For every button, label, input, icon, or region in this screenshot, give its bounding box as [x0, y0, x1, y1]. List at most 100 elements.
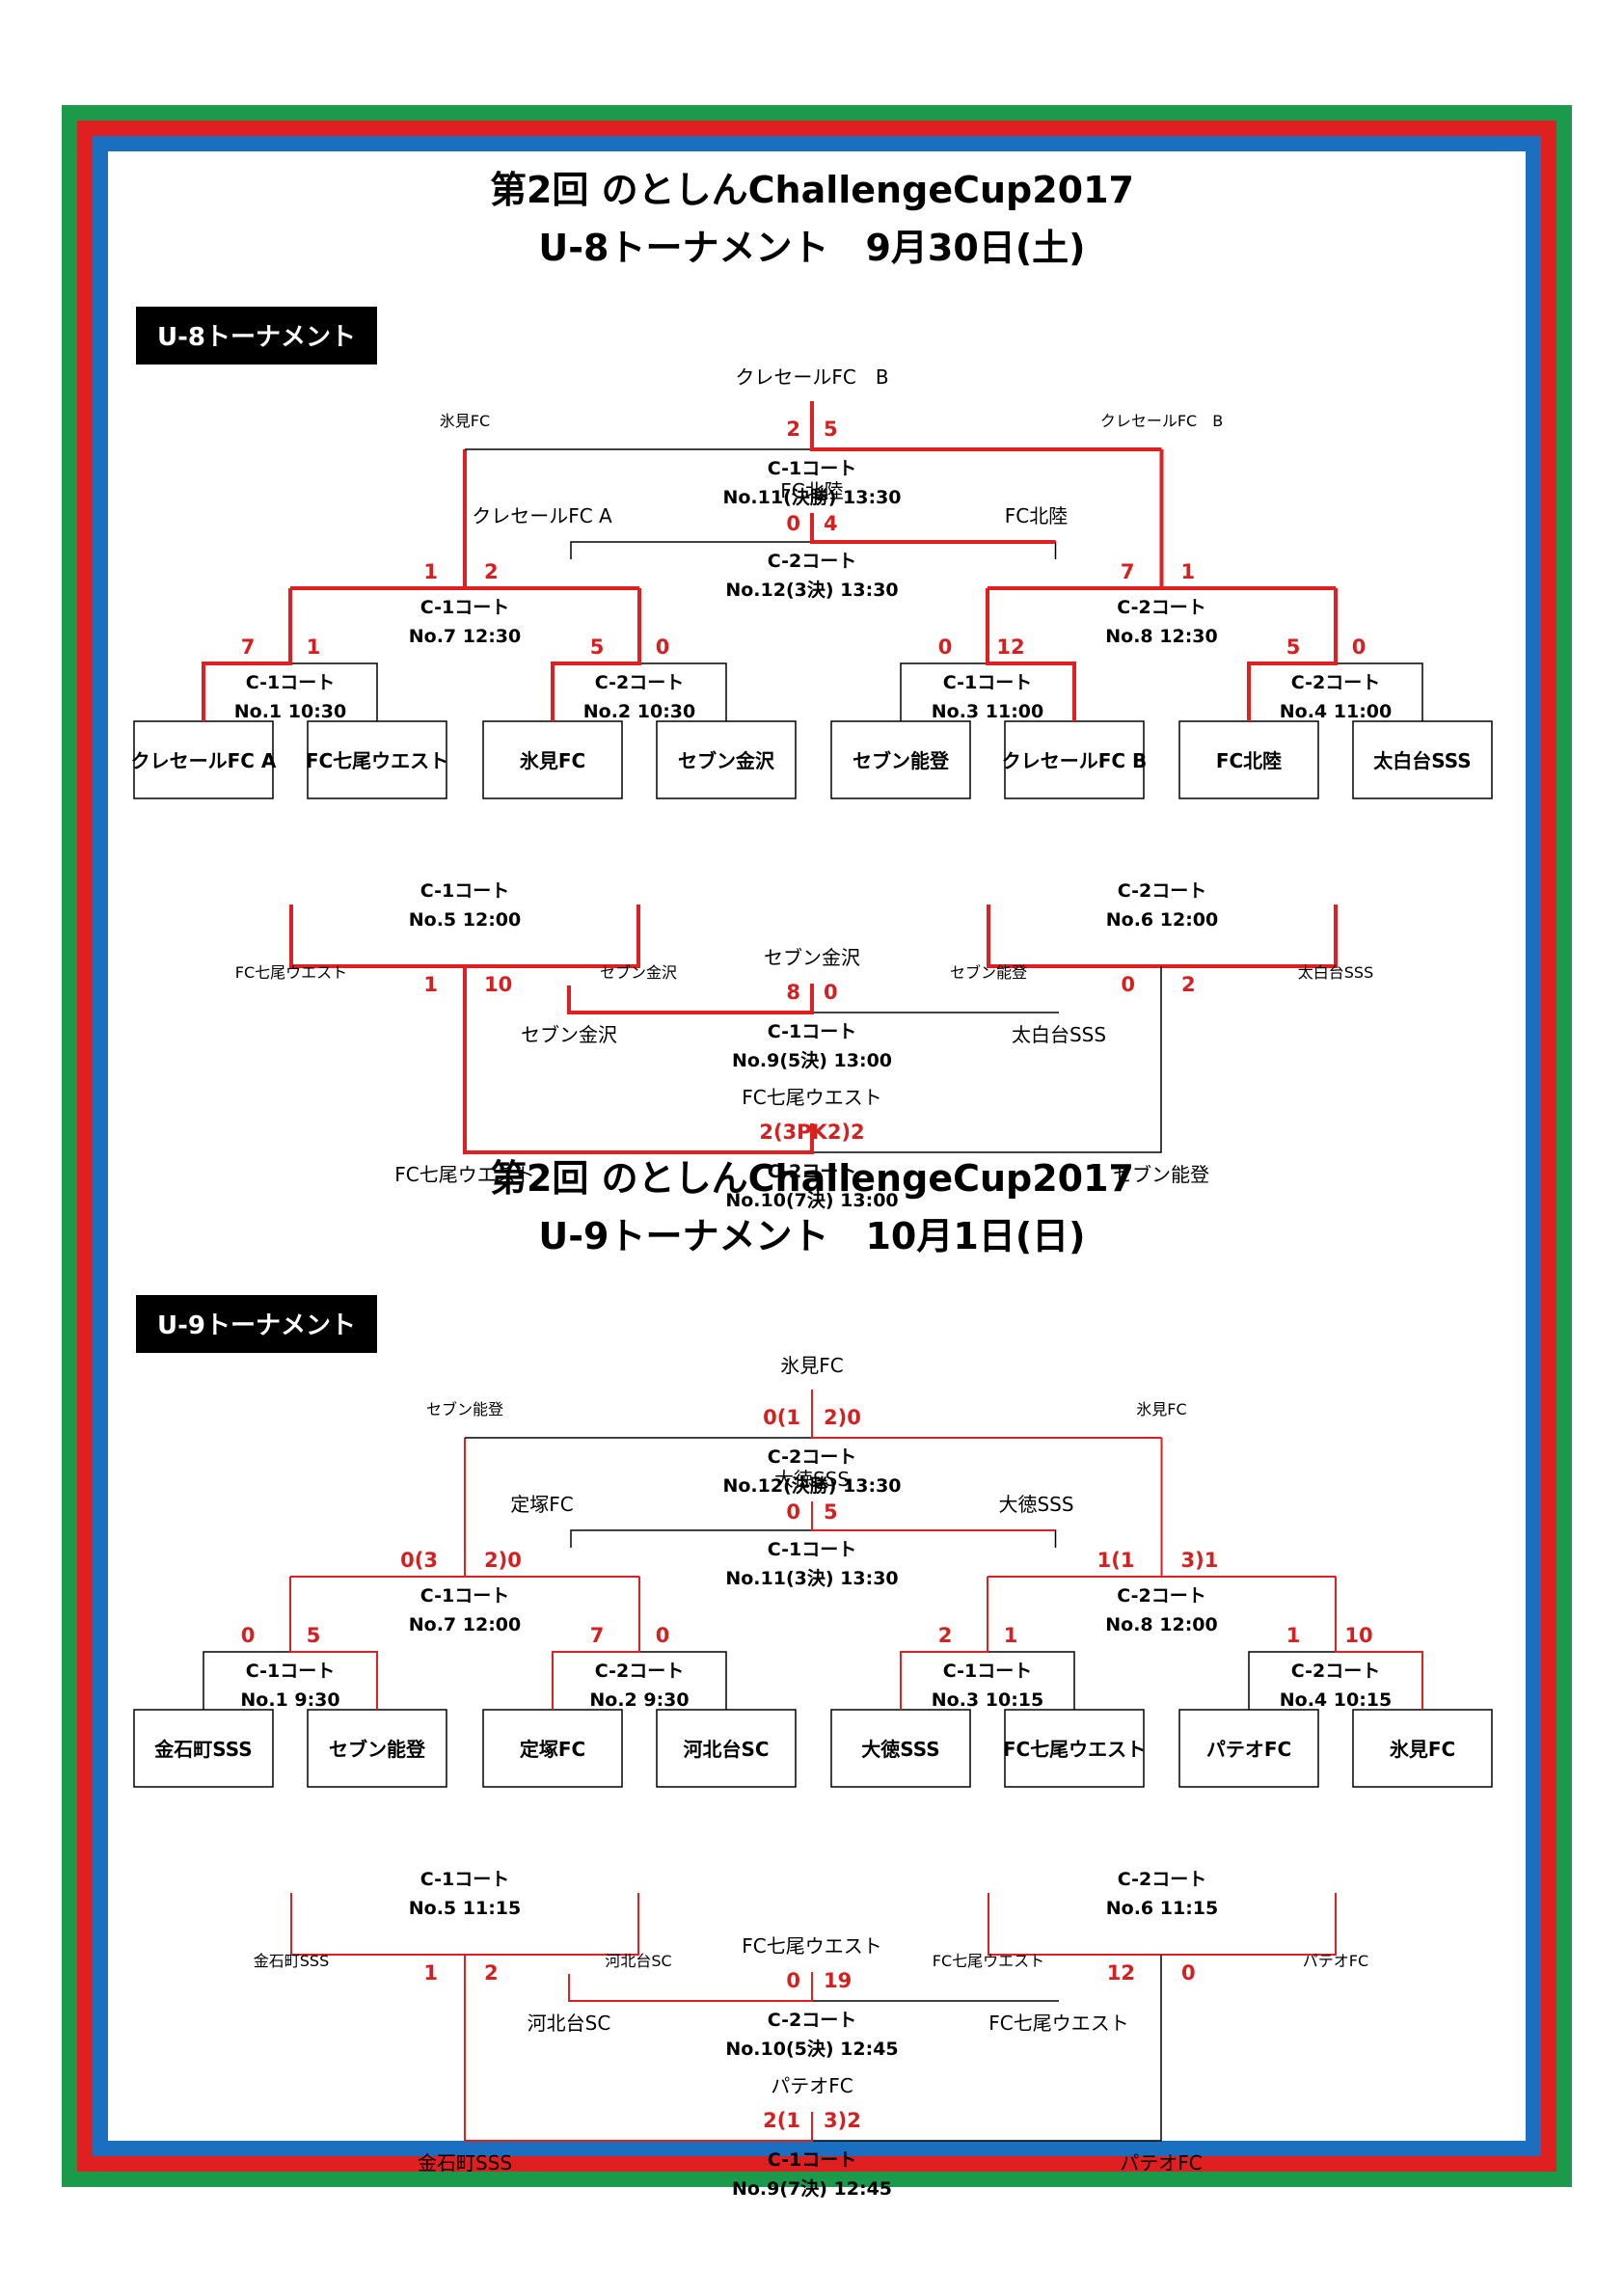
winner-path [1335, 1577, 1423, 1710]
winner-path [811, 1390, 1162, 1439]
tournament-banner-label: U-9トーナメント [157, 1311, 356, 1340]
score-right: 3)1 [1181, 1549, 1219, 1572]
match-number: No.9(5決) 13:00 [732, 1050, 892, 1071]
score-left: 2(1 [763, 2109, 800, 2132]
winner-path [464, 1955, 813, 2142]
match-number: No.10(5決) 12:45 [725, 2039, 898, 2060]
match-number: No.12(決勝) 13:30 [722, 1474, 901, 1497]
team-box [656, 1709, 797, 1788]
team-box [133, 1709, 274, 1788]
winner-path [552, 1577, 640, 1710]
team-box [1178, 720, 1319, 799]
score-right: 0 [1181, 1961, 1196, 1985]
match-number: No.4 11:00 [1280, 701, 1393, 722]
seventh-winner: FC七尾ウエスト [742, 1086, 881, 1109]
match-number: No.4 10:15 [1280, 1689, 1393, 1711]
match-court: C-2コート [768, 2010, 857, 2031]
team-box [133, 720, 274, 799]
score-left: 1 [1286, 1624, 1301, 1647]
match-number: No.8 12:30 [1105, 626, 1218, 647]
winner-path [810, 401, 1162, 451]
match-number: No.2 10:30 [583, 701, 696, 722]
team-name: クレセールFC A [131, 749, 277, 772]
team-name: セブン能登 [853, 749, 950, 772]
score-right: 0 [656, 635, 670, 659]
match-number: No.3 11:00 [932, 701, 1044, 722]
score-right: 4 [824, 512, 838, 535]
score-right: 2)0 [484, 1549, 522, 1572]
score-right: 10 [484, 973, 512, 996]
score-right: 2 [484, 560, 499, 583]
team-box [1004, 720, 1145, 799]
fifth-left-team: 河北台SC [528, 2012, 611, 2035]
match-court: C-2コート [595, 672, 685, 693]
match-court: C-2コート [1291, 672, 1381, 693]
match-number: No.8 12:00 [1105, 1614, 1218, 1635]
score-right: 5 [824, 418, 838, 441]
team-name: 太白台SSS [1373, 749, 1471, 772]
fifth-left-team: セブン金沢 [521, 1023, 617, 1046]
final-winner: 氷見FC [780, 1354, 843, 1377]
team-box [830, 1709, 971, 1788]
match-court: C-1コート [420, 1585, 510, 1607]
match-court: C-2コート [768, 1161, 857, 1182]
team-name: クレセールFC B [1002, 749, 1148, 772]
middle-red-border [77, 121, 1556, 2172]
score-right: 2 [484, 1961, 499, 1985]
fifth-winner: FC七尾ウエスト [742, 1934, 881, 1958]
score-left: 1 [423, 560, 438, 583]
match-court: C-1コート [768, 2149, 857, 2171]
score-left: 8 [786, 981, 800, 1004]
winner-path [568, 1972, 813, 2002]
score-right: 2 [1181, 973, 1196, 996]
winner-path [289, 1577, 378, 1710]
score-right: 0 [824, 981, 838, 1004]
third-right-team: 大徳SSS [998, 1493, 1073, 1516]
team-box [1352, 720, 1493, 799]
match-court: C-2コート [1291, 1661, 1381, 1682]
score-left: 7 [590, 1624, 605, 1647]
match-number: No.9(7決) 12:45 [732, 2178, 892, 2200]
team-name: FC北陸 [1216, 749, 1282, 772]
match-court: C-1コート [246, 672, 336, 693]
team-box [1004, 1709, 1145, 1788]
match-court: C-1コート [768, 1021, 857, 1042]
team-name: 大徳SSS [861, 1738, 939, 1761]
match-court: C-1コート [943, 672, 1033, 693]
score-center: 2(3PK2)2 [759, 1121, 864, 1144]
score-left: 1 [423, 973, 438, 996]
third-winner: 大徳SSS [774, 1468, 850, 1491]
match-number: No.1 10:30 [234, 701, 347, 722]
seventh-right-team: セブン能登 [1113, 1163, 1209, 1186]
fifth-right-team: 太白台SSS [1012, 1023, 1106, 1046]
match-court: C-2コート [1118, 1869, 1207, 1890]
team-name: 定塚FC [520, 1738, 585, 1761]
winner-path [810, 513, 1056, 544]
tournament-subtitle: U-8トーナメント 9月30日(土) [538, 227, 1085, 269]
team-name: パテオFC [1206, 1738, 1291, 1761]
match-court: C-1コート [420, 1869, 510, 1890]
score-right: 1 [307, 635, 321, 659]
team-box [482, 1709, 623, 1788]
match-number: No.11(決勝) 13:30 [722, 486, 901, 508]
tournament-title: 第2回 のとしんChallengeCup2017 [490, 169, 1134, 211]
match-number: No.6 12:00 [1106, 909, 1219, 931]
final-left-team: セブン能登 [426, 1400, 503, 1418]
seventh-winner: パテオFC [771, 2074, 853, 2097]
score-right: 12 [996, 635, 1024, 659]
final-left-team: 氷見FC [440, 412, 490, 430]
match-court: C-1コート [420, 597, 510, 618]
team-name: セブン金沢 [678, 749, 775, 772]
score-left: 1(1 [1097, 1549, 1135, 1572]
score-left: 7 [241, 635, 256, 659]
inner-blue-border [93, 136, 1541, 2156]
score-left: 0 [786, 1500, 800, 1524]
cons-left-team: セブン能登 [950, 963, 1027, 982]
match-court: C-1コート [246, 1661, 336, 1682]
score-left: 0 [1121, 973, 1135, 996]
score-left: 0 [241, 1624, 256, 1647]
score-right: 3)2 [824, 2109, 861, 2132]
final-right-team: 氷見FC [1136, 1400, 1186, 1418]
team-name: 河北台SC [683, 1738, 769, 1761]
